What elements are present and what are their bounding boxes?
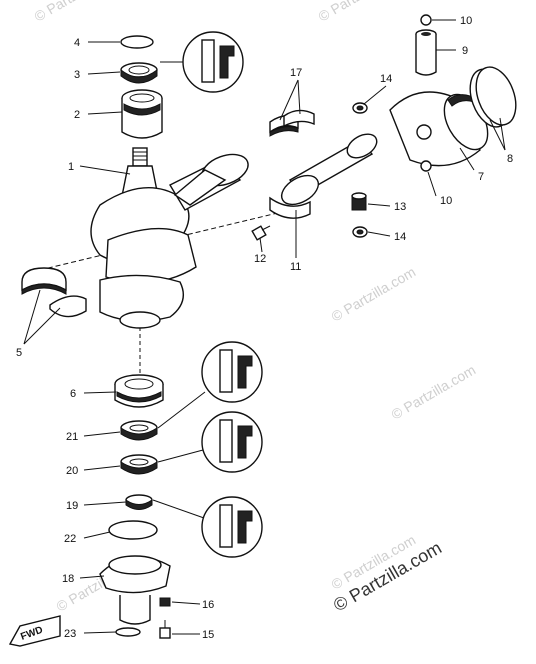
part-6-bearing [114,374,164,408]
watermark-top-left: © Partzilla.com [32,0,122,25]
callout-14-bottom: 14 [394,231,406,243]
part-18-oil-seal [120,454,158,475]
part-15-bearing-halves [269,109,315,137]
part-8-piston-rings [469,66,517,128]
part-19-oil-seal [120,420,158,441]
part-13-nut [351,192,367,211]
part-16-housing [99,555,171,625]
part-17-oil-seal [125,494,153,510]
part-23-o-ring [115,627,141,637]
callout-5: 5 [16,347,22,359]
callout-18: 20 [66,465,78,477]
watermark-top-right: © Partzilla.com [316,0,406,25]
leader-inset-17 [152,499,205,519]
part-10-circlip-bottom [420,160,432,172]
callout-13: 13 [394,201,406,213]
detail-inset-6 [201,341,263,403]
part-10-circlip-top [420,14,432,26]
leader-inset-19 [157,391,206,429]
part-5-bearing-halves [21,267,87,318]
callout-8: 8 [507,153,513,165]
callout-15: 17 [290,67,302,79]
callout-22: 16 [202,599,214,611]
callout-10-top: 10 [460,15,472,27]
part-3-oil-seal [120,62,158,84]
callout-9: 9 [462,45,468,57]
callout-14-top: 14 [380,73,392,85]
callout-4: 4 [74,37,80,49]
callout-7: 7 [478,171,484,183]
part-4-ring [120,35,154,49]
part-14-washer-bottom-hole [356,229,364,235]
callout-21: 15 [202,629,214,641]
leader-inset-18 [157,449,204,463]
callout-19: 21 [66,431,78,443]
watermark-mid-right: © Partzilla.com [329,264,419,325]
callout-10-bottom: 10 [440,195,452,207]
callout-6: 6 [70,388,76,400]
callout-1: 1 [68,161,74,173]
callout-12: 12 [254,253,266,265]
part-2-bearing [121,89,163,139]
callout-11: 11 [290,261,301,273]
part-12-bolt [251,225,271,241]
callout-16: 18 [62,573,74,585]
watermark-right: © Partzilla.com [389,362,479,423]
callout-20: 22 [64,533,76,545]
part-9-piston-pin [415,29,437,76]
detail-inset-17 [201,496,263,558]
callout-3: 3 [74,69,80,81]
callout-labels: 4 3 2 1 5 6 21 20 19 22 18 23 16 15 10 9… [16,15,513,641]
callout-2: 2 [74,109,80,121]
part-1-crankshaft [90,147,249,329]
callout-23: 23 [64,628,76,640]
detail-inset-top [160,31,244,93]
part-11-connecting-rod [269,133,378,219]
fwd-arrow: FWD [8,615,61,647]
callout-17: 19 [66,500,78,512]
part-14-washer-top-hole [356,105,364,111]
part-21-bolt [159,620,171,639]
callout-leaders [23,19,506,635]
part-20-o-ring [108,520,158,540]
detail-inset-18 [201,411,263,473]
part-22-screw [159,597,171,607]
